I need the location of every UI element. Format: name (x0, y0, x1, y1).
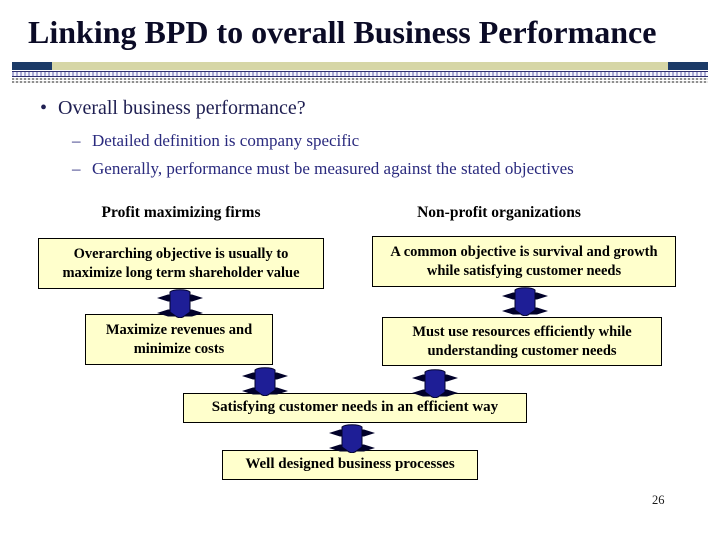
dash-marker: – (72, 159, 81, 178)
page-number: 26 (652, 493, 665, 507)
sub-bullet-text: Detailed definition is company specific (92, 131, 360, 150)
down-arrow-icon (324, 423, 380, 454)
box-use-resources: Must use resources efficiently while und… (382, 317, 662, 366)
divider-navy-block-right (668, 62, 708, 70)
bullet-marker: • (40, 97, 48, 119)
slide-title: Linking BPD to overall Business Performa… (28, 14, 657, 50)
divider-navy-block-left (12, 62, 52, 70)
dash-marker: – (72, 131, 81, 150)
bullet-item-main: • Overall business performance? (40, 97, 690, 120)
divider-purple-stripes (12, 71, 708, 77)
bullet-text: Overall business performance? (58, 97, 306, 119)
column-header-nonprofit: Non-profit organizations (417, 204, 581, 221)
box-maximize-revenues: Maximize revenues and minimize costs (85, 314, 273, 365)
box-business-processes: Well designed business processes (222, 450, 478, 480)
down-arrow-icon (497, 286, 553, 317)
column-header-profit-firms: Profit maximizing firms (101, 204, 261, 221)
divider-gray-stripes (12, 78, 708, 83)
sub-bullet-item-1: –Detailed definition is company specific (72, 131, 702, 151)
down-arrow-icon (407, 368, 463, 399)
down-arrow-icon (152, 288, 208, 319)
box-satisfying-needs: Satisfying customer needs in an efficien… (183, 393, 527, 423)
down-arrow-icon (237, 366, 293, 397)
sub-bullet-item-2: –Generally, performance must be measured… (72, 159, 702, 179)
box-common-objective: A common objective is survival and growt… (372, 236, 676, 287)
divider-tan-bar (12, 62, 708, 70)
sub-bullet-text: Generally, performance must be measured … (92, 159, 574, 178)
box-overarching-objective: Overarching objective is usually to maxi… (38, 238, 324, 289)
